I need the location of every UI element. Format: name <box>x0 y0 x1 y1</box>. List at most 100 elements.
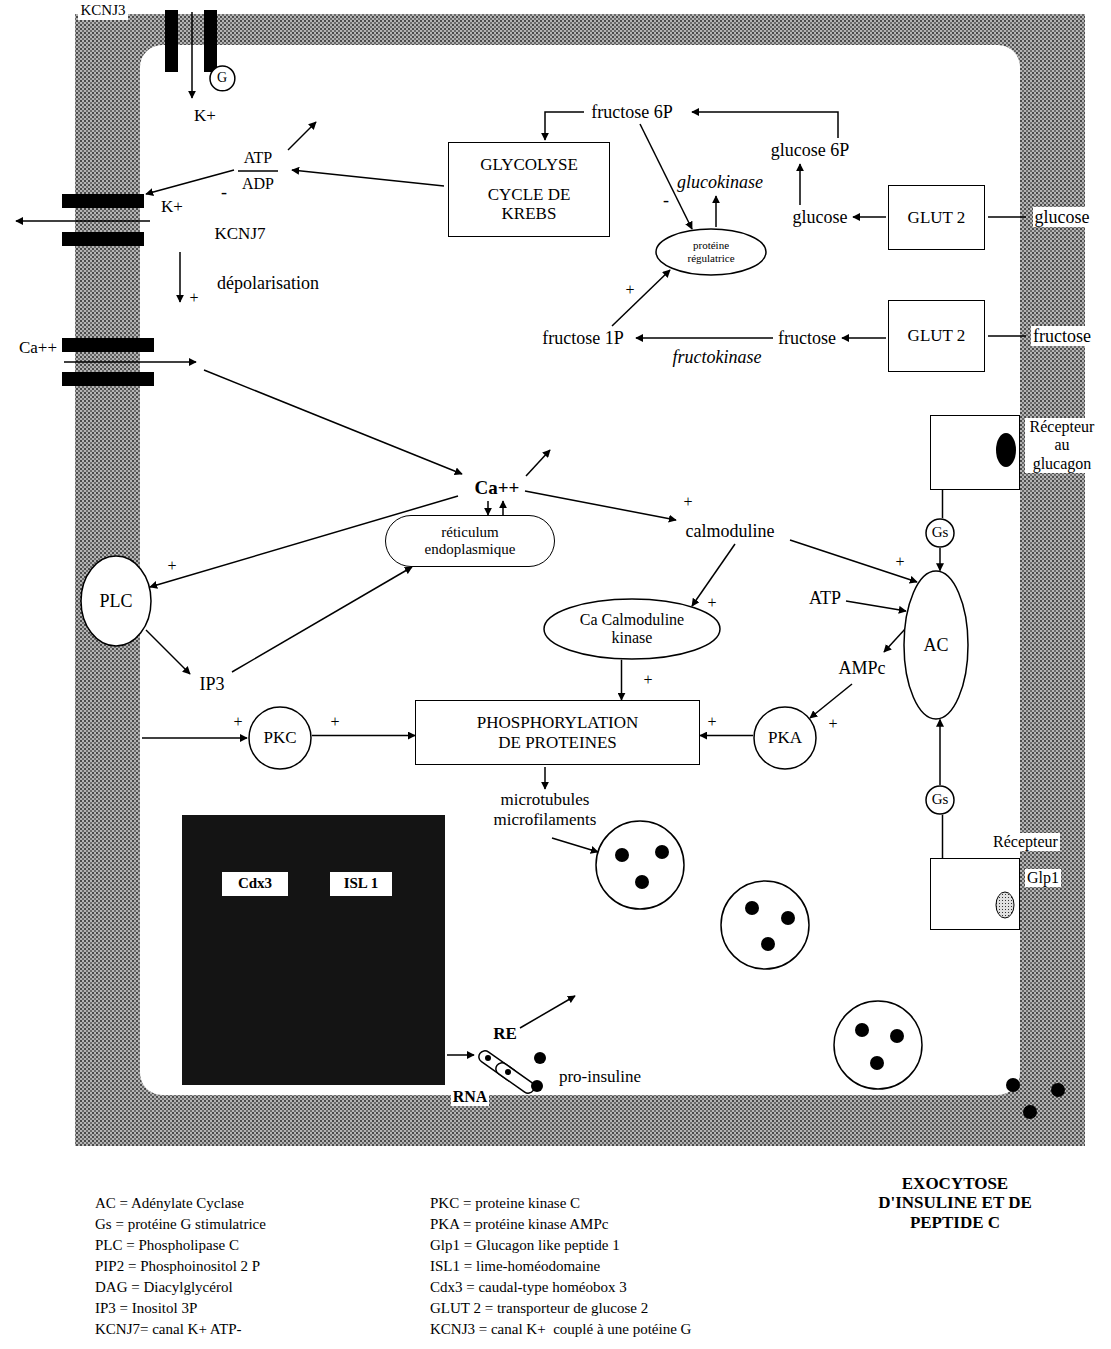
text-label: K+ <box>161 197 183 217</box>
text-label: pro-insuline <box>559 1067 641 1087</box>
fraction-bar <box>238 170 278 172</box>
enzyme-ellipse: AC <box>903 570 969 720</box>
insulin-dot <box>635 875 649 889</box>
node-outline-ellipse <box>249 707 311 769</box>
node-text-group: Gs <box>932 791 949 808</box>
sign-label: + <box>233 713 242 731</box>
flow-arrow <box>447 1054 474 1056</box>
node-text: Cdx3 <box>238 875 272 892</box>
node-text-group: G <box>217 70 227 86</box>
node-outline-ellipse <box>81 556 151 646</box>
channel-wall <box>62 372 154 386</box>
text-label: RE <box>493 1024 517 1044</box>
text-label: fructose 1P <box>542 328 623 349</box>
flow-arrow <box>142 737 247 739</box>
text-label: KCNJ7 <box>214 224 265 244</box>
text-label: glucose 6P <box>771 140 850 161</box>
node-outline-ellipse <box>754 707 816 769</box>
vesicle <box>834 1001 922 1089</box>
gene-label: ISL 1 <box>330 872 392 896</box>
sign-label: + <box>707 713 716 731</box>
cytoplasm <box>140 45 1020 1095</box>
flow-arrow <box>853 216 886 218</box>
g-protein-circle: Gs <box>925 785 955 815</box>
insulin-dot <box>870 1056 884 1070</box>
pathway-arrows <box>16 12 1026 1055</box>
node-text: protéine régulatrice <box>687 239 736 264</box>
channel-wall <box>62 194 144 208</box>
node-outline-ellipse <box>210 66 235 91</box>
insulin-dot <box>761 937 775 951</box>
text-label: fructokinase <box>673 347 762 368</box>
channel-wall <box>62 338 154 352</box>
text-label: fructose 6P <box>591 102 672 123</box>
connector <box>621 660 623 700</box>
flow-arrow <box>552 838 598 852</box>
sign-label: + <box>643 671 652 689</box>
receptor-text: Glp1 <box>1025 869 1061 887</box>
flow-arrow <box>487 501 489 515</box>
node-text-group: réticulum endoplasmique <box>424 524 516 559</box>
legend-entry: AC = Adénylate Cyclase <box>95 1195 244 1212</box>
text-label: ATP <box>244 149 272 167</box>
node-text-group: AC <box>923 635 948 656</box>
flow-arrow <box>636 337 773 339</box>
text-label: Ca++ <box>475 477 520 499</box>
flow-arrow <box>715 196 717 227</box>
text-label: dépolarisation <box>217 273 319 294</box>
node-text-group: GLUT 2 <box>908 208 966 228</box>
flow-arrow <box>64 361 196 363</box>
sign-label: + <box>828 715 837 733</box>
insulin-dot <box>655 845 669 859</box>
vesicles <box>596 821 1065 1119</box>
flow-arrow <box>502 501 504 515</box>
node-text-group: GLYCOLYSE CYCLE DE KREBS <box>479 155 580 224</box>
node-text: CYCLE DE KREBS <box>479 185 580 224</box>
flow-arrow <box>692 112 838 138</box>
node-text: Ca Calmoduline kinase <box>576 611 689 648</box>
glucagon-receptor-site <box>996 433 1016 467</box>
protein-ellipse: protéine régulatrice <box>655 228 767 276</box>
connector <box>942 815 944 858</box>
flow-arrow <box>790 540 917 582</box>
legend-entry: Gs = protéine G stimulatrice <box>95 1216 266 1233</box>
node-text: GLUT 2 <box>908 208 966 228</box>
sign-label: + <box>189 289 198 307</box>
flow-arrow <box>146 630 190 674</box>
flow-arrow <box>799 164 801 205</box>
flow-arrow <box>544 767 546 789</box>
node-text-group: Ca Calmoduline kinase <box>576 611 689 648</box>
node-text: AC <box>923 635 948 656</box>
text-label: microtubules microfilaments <box>493 790 597 829</box>
flow-arrow <box>842 337 886 339</box>
node-text: PKA <box>768 728 802 748</box>
text-label: fructose <box>1031 326 1093 347</box>
vesicle <box>721 881 809 969</box>
process-box: GLYCOLYSE CYCLE DE KREBS <box>448 142 610 237</box>
flow-arrow <box>526 450 550 476</box>
er-tube <box>494 1060 537 1095</box>
node-text-group: ISL 1 <box>344 875 379 892</box>
legend-entry: ISL1 = lime-homéodomaine <box>430 1258 600 1275</box>
node-text: GLYCOLYSE <box>480 155 578 175</box>
ion-channels <box>62 10 217 386</box>
legend-entry: KCNJ7= canal K+ ATP- <box>95 1321 242 1338</box>
text-label: AMPc <box>838 658 885 679</box>
insulin-dot <box>745 901 759 915</box>
text-label: glucokinase <box>677 172 763 193</box>
legend-entry: PKC = proteine kinase C <box>430 1195 580 1212</box>
sign-label: - <box>221 182 227 203</box>
node-outline-ellipse <box>926 786 954 814</box>
flow-arrow <box>525 491 676 520</box>
sign-label: + <box>707 594 716 612</box>
node-text-group: PKC <box>263 728 296 748</box>
receptor-text: Récepteur <box>991 833 1060 851</box>
g-protein-circle: G <box>209 65 236 92</box>
flow-arrow <box>612 270 670 326</box>
node-text: PLC <box>99 591 132 612</box>
kinase-circle: PKA <box>753 706 817 770</box>
sign-label: + <box>895 553 904 571</box>
legend-entry: Cdx3 = caudal-type homéobox 3 <box>430 1279 627 1296</box>
text-label: ATP <box>809 588 841 609</box>
channel-wall <box>165 10 178 72</box>
